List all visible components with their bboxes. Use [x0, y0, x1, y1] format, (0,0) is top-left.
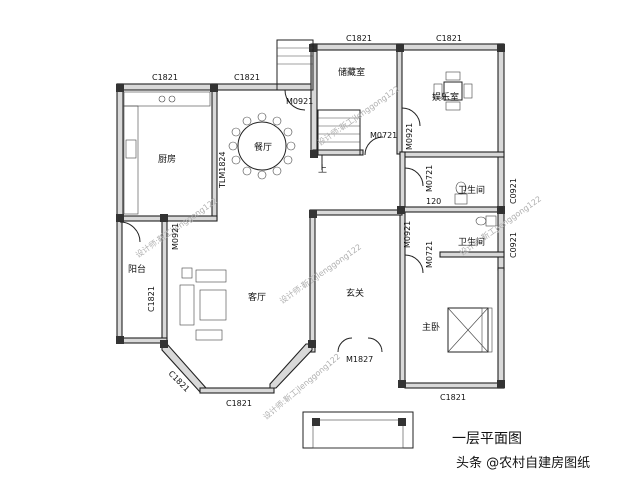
bath-dimension: 120 — [426, 197, 441, 206]
source-credit: 头条 @农村自建房图纸 — [456, 456, 591, 471]
window-living-bottom-code: C1821 — [226, 399, 252, 408]
room-bath-upper-label: 卫生间 — [458, 184, 485, 196]
door-bath-upper-code: M0721 — [425, 165, 434, 192]
staircase — [276, 39, 361, 170]
room-dining-label: 餐厅 — [254, 141, 272, 153]
door-foyer-side-code: M0921 — [403, 221, 412, 248]
room-living-label: 客厅 — [248, 291, 266, 303]
mahjong-table — [433, 71, 473, 111]
door-ent-code: M0921 — [405, 123, 414, 150]
room-foyer-label: 玄关 — [346, 287, 364, 299]
door-kitchen-code: M0921 — [171, 223, 180, 250]
window-bedroom-bottom-code: C1821 — [440, 393, 466, 402]
door-bath-lower-code: M0721 — [425, 241, 434, 268]
room-master-bedroom-label: 主卧 — [422, 321, 440, 333]
bed — [447, 307, 493, 353]
toilet-upper — [454, 181, 468, 205]
window-dining-top: C1821 — [234, 73, 260, 82]
plan-title: 一层平面图 — [452, 431, 522, 447]
window-ent-top: C1821 — [436, 34, 462, 43]
kitchen-counter — [123, 91, 211, 215]
toilet-lower — [475, 215, 497, 227]
room-kitchen-label: 厨房 — [158, 153, 176, 165]
door-entrance-code: M1827 — [346, 355, 373, 364]
columns — [116, 44, 505, 388]
window-bath-upper-code: C0921 — [509, 178, 518, 204]
sliding-door-code: TLM1824 — [218, 151, 227, 189]
window-storage-top: C1821 — [346, 34, 372, 43]
door-swings — [119, 89, 424, 353]
sofa-set — [179, 267, 227, 341]
window-balcony-code: C1821 — [147, 286, 156, 312]
room-entertainment-label: 娱乐室 — [432, 91, 459, 103]
door-dining-code: M0921 — [286, 97, 313, 106]
door-storage-code: M0721 — [370, 131, 397, 140]
window-bath-lower-code: C0921 — [509, 232, 518, 258]
stair-up-label: 上 — [318, 164, 327, 175]
dining-table — [228, 112, 296, 180]
room-storage-label: 储藏室 — [338, 66, 365, 78]
porch — [302, 411, 414, 449]
room-bath-lower-label: 卫生间 — [458, 236, 485, 248]
room-balcony-label: 阳台 — [128, 263, 146, 275]
window-kitchen-top: C1821 — [152, 73, 178, 82]
